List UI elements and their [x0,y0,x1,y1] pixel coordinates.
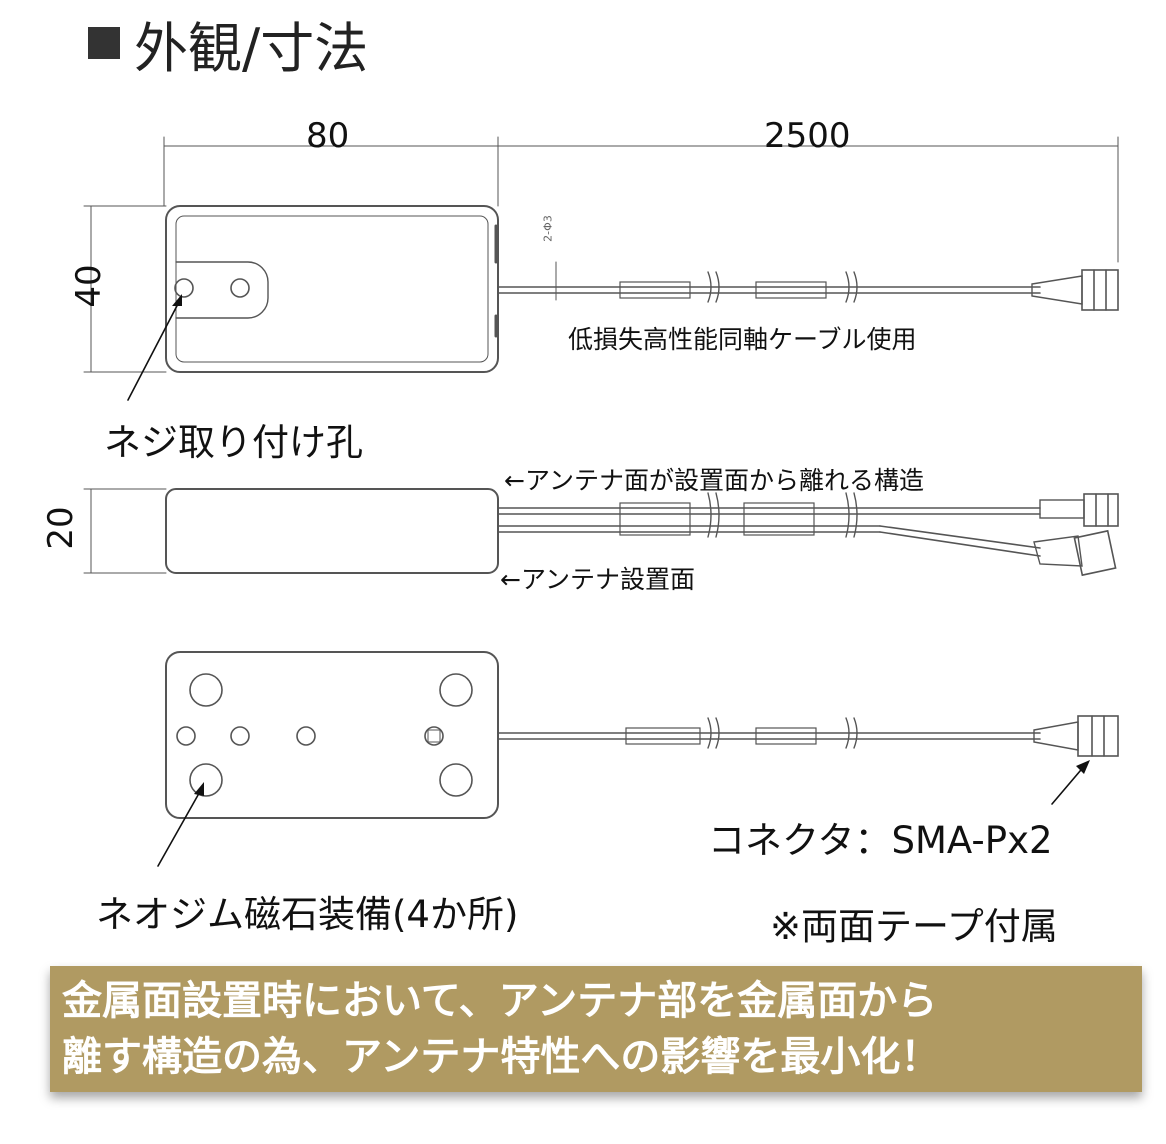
cable-type-label: 低損失高性能同軸ケーブル使用 [568,325,917,354]
leader-lines [127,299,1087,867]
square-bullet-icon [88,27,120,59]
tape-label: ※両面テープ付属 [770,905,1058,948]
leader-arrowhead [194,782,204,796]
section-title: 外観/寸法 [88,14,368,84]
connector-label: コネクタ：SMA-Px2 [708,819,1053,862]
section-title-text: 外観/寸法 [134,17,369,80]
screw-hole-label: ネジ取り付け孔 [104,421,363,464]
dim-hole: 2-Φ3 [541,215,555,242]
banner-line-1: 金属面設置時において、アンテナ部を金属面から [62,978,938,1024]
side-view-drawing [83,488,1119,577]
dim-cable-length: 2500 [764,116,851,156]
mount-surface-label: ←アンテナ設置面 [500,565,695,594]
raised-structure-label: ←アンテナ面が設置面から離れる構造 [504,466,924,495]
leader-arrowhead [172,294,182,306]
dim-thickness: 20 [41,506,81,550]
dim-height: 40 [69,264,109,308]
magnet-label: ネオジム磁石装備(4か所) [96,893,519,936]
top-view-drawing [83,136,1119,373]
highlight-banner: 金属面設置時において、アンテナ部を金属面から 離す構造の為、アンテナ特性への影響… [50,966,1142,1092]
banner-line-2: 離す構造の為、アンテナ特性への影響を最小化！ [62,1034,941,1080]
bottom-view-drawing [165,651,1119,819]
dim-width: 80 [306,116,350,156]
leader-arrowhead [1076,760,1090,774]
